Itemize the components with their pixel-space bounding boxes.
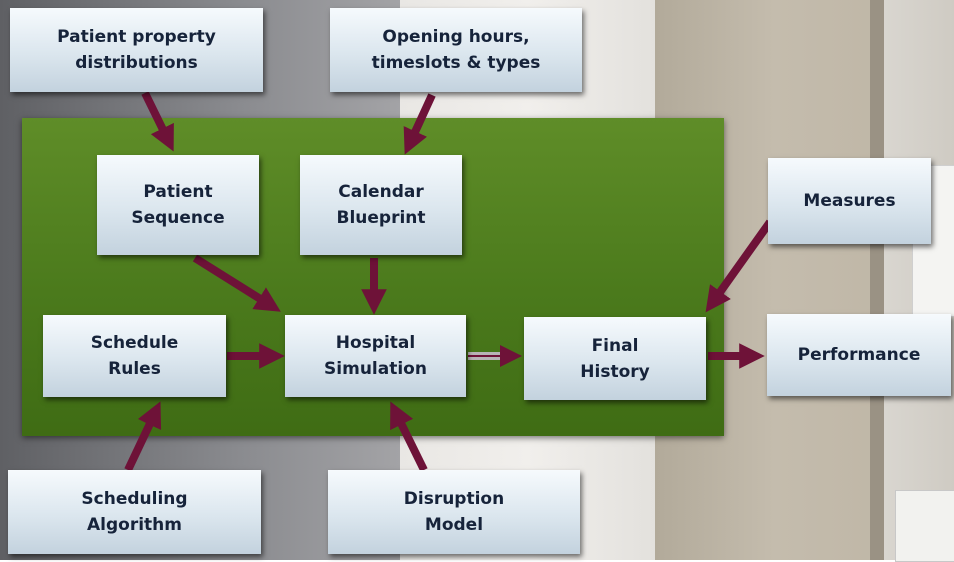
node-scheduling-algorithm: Scheduling Algorithm: [8, 470, 261, 554]
arrow-measures-to-history: [705, 219, 774, 313]
arrow-disruption-to-simulation: [390, 401, 428, 472]
node-calendar-blueprint: Calendar Blueprint: [300, 155, 462, 255]
arrow-algorithm-to-rules: [124, 401, 162, 472]
wall-notice-lower: [895, 490, 954, 562]
node-measures: Measures: [768, 158, 931, 244]
arrow-distributions-to-sequence: [141, 91, 174, 152]
node-opening-hours: Opening hours, timeslots & types: [330, 8, 582, 92]
door-edge: [870, 0, 884, 560]
arrow-opening-hours-to-blueprint: [403, 93, 436, 155]
arrow-simulation-to-history-head: [500, 345, 522, 367]
node-disruption-model: Disruption Model: [328, 470, 580, 554]
node-schedule-rules: Schedule Rules: [43, 315, 226, 397]
node-patient-property-distributions: Patient property distributions: [10, 8, 263, 92]
arrow-sequence-to-simulation: [192, 254, 281, 312]
node-final-history: Final History: [524, 317, 706, 400]
node-performance: Performance: [767, 314, 951, 396]
node-patient-sequence: Patient Sequence: [97, 155, 259, 255]
node-hospital-simulation: Hospital Simulation: [285, 315, 466, 397]
